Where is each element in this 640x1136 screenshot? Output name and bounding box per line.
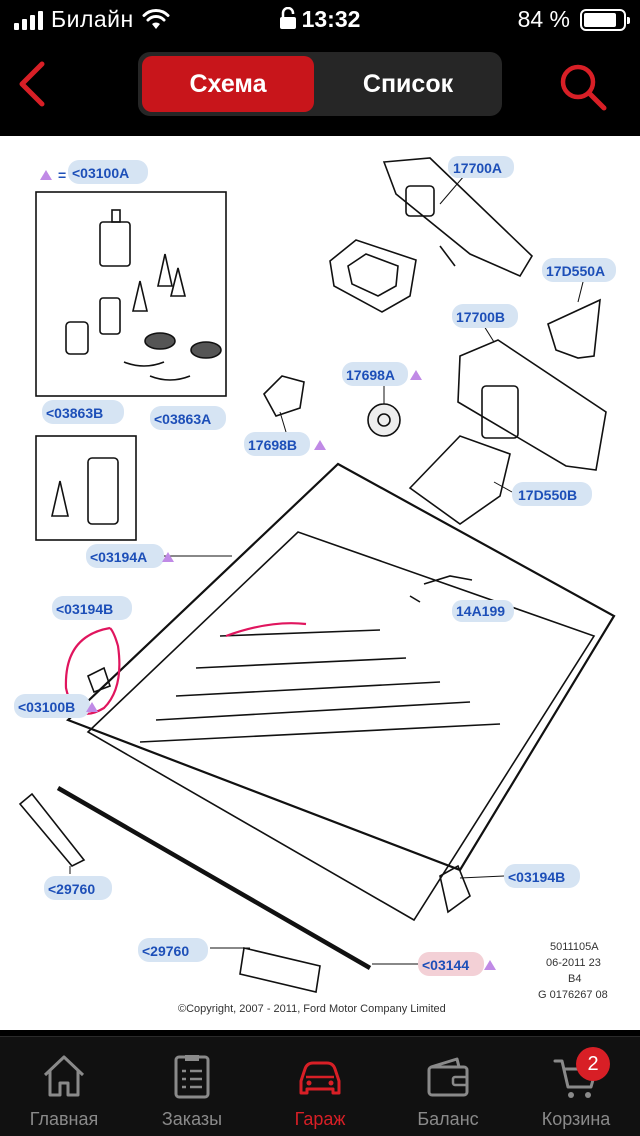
view-segmented-control: Схема Список — [138, 52, 502, 116]
triangle-icon — [484, 960, 496, 970]
label-29760-left[interactable]: <29760 — [48, 881, 95, 897]
car-icon — [299, 1061, 341, 1095]
tab-balance[interactable]: Баланс — [384, 1047, 512, 1135]
label-29760-bottom[interactable]: <29760 — [142, 943, 189, 959]
svg-text:=: = — [58, 167, 66, 183]
search-icon[interactable] — [556, 60, 610, 114]
orders-icon — [174, 1055, 210, 1099]
label-03863b[interactable]: <03863B — [46, 405, 103, 421]
triangle-icon — [410, 370, 422, 380]
tab-cart[interactable]: 2 Корзина — [512, 1047, 640, 1135]
mirror-17700b-shape — [457, 339, 607, 471]
parts-diagram-svg: = <03100A 17700A 17D550A 17700B <03863B … — [14, 156, 616, 1015]
tab-bar: Главная Заказы Гараж Баланс 2 — [0, 1036, 640, 1136]
carrier-name: Билайн — [51, 6, 134, 32]
mirror-17700a-shape — [382, 157, 534, 278]
label-17d550a[interactable]: 17D550A — [546, 263, 605, 279]
label-14a199[interactable]: 14A199 — [456, 603, 505, 619]
status-bar: Билайн 13:32 84 % — [0, 0, 640, 40]
triangle-icon — [314, 440, 326, 450]
triangle-icon — [40, 170, 52, 180]
cart-count-badge: 2 — [576, 1047, 610, 1081]
wifi-icon — [142, 8, 170, 29]
label-17d550b[interactable]: 17D550B — [518, 487, 577, 503]
label-03194a[interactable]: <03194A — [90, 549, 147, 565]
battery-percent: 84 % — [517, 6, 570, 32]
label-17698a[interactable]: 17698A — [346, 367, 395, 383]
tab-orders-label: Заказы — [161, 1109, 223, 1129]
back-icon[interactable] — [10, 56, 60, 112]
tab-garage[interactable]: Гараж — [256, 1047, 384, 1135]
tab-balance-label: Баланс — [417, 1109, 479, 1129]
tab-home-label: Главная — [29, 1109, 99, 1129]
parts-diagram: = <03100A 17700A 17D550A 17700B <03863B … — [0, 136, 640, 1030]
lock-icon — [279, 6, 296, 29]
label-17700b[interactable]: 17700B — [456, 309, 505, 325]
label-legend[interactable]: <03100A — [72, 165, 129, 181]
label-03863a[interactable]: <03863A — [154, 411, 211, 427]
triangle-icon — [86, 702, 98, 712]
clock: 13:32 — [301, 6, 361, 32]
tab-home[interactable]: Главная — [0, 1047, 128, 1135]
triangle-icon — [162, 552, 174, 562]
home-icon — [43, 1055, 85, 1097]
highlight-stroke — [225, 622, 307, 638]
kit-box-upper — [35, 191, 227, 397]
label-17700a[interactable]: 17700A — [453, 160, 502, 176]
info-line-3: B4 — [568, 973, 581, 985]
label-03100b[interactable]: <03100B — [18, 699, 75, 715]
tab-orders[interactable]: Заказы — [128, 1047, 256, 1135]
kit-box-lower — [35, 435, 137, 541]
battery-icon — [580, 8, 630, 31]
label-03194b-left[interactable]: <03194B — [56, 601, 113, 617]
highlight-circle — [64, 626, 121, 715]
tab-list[interactable]: Список — [362, 69, 454, 98]
tab-scheme[interactable]: Схема — [142, 56, 314, 112]
windshield-glass — [86, 531, 596, 922]
label-03194b-right[interactable]: <03194B — [508, 869, 565, 885]
tab-cart-label: Корзина — [541, 1109, 611, 1129]
label-03144[interactable]: <03144 — [422, 957, 469, 973]
wallet-icon — [427, 1057, 469, 1097]
info-line-4: G 0176267 08 — [538, 989, 608, 1001]
copyright: ©Copyright, 2007 - 2011, Ford Motor Comp… — [178, 1003, 446, 1015]
tab-garage-label: Гараж — [294, 1109, 346, 1129]
windshield-frame — [65, 462, 616, 872]
nav-bar: Схема Список — [0, 40, 640, 132]
info-line-1: 5011105A — [550, 941, 599, 953]
label-17698b[interactable]: 17698B — [248, 437, 297, 453]
signal-icon — [14, 10, 43, 30]
info-line-2: 06-2011 23 — [546, 957, 601, 969]
